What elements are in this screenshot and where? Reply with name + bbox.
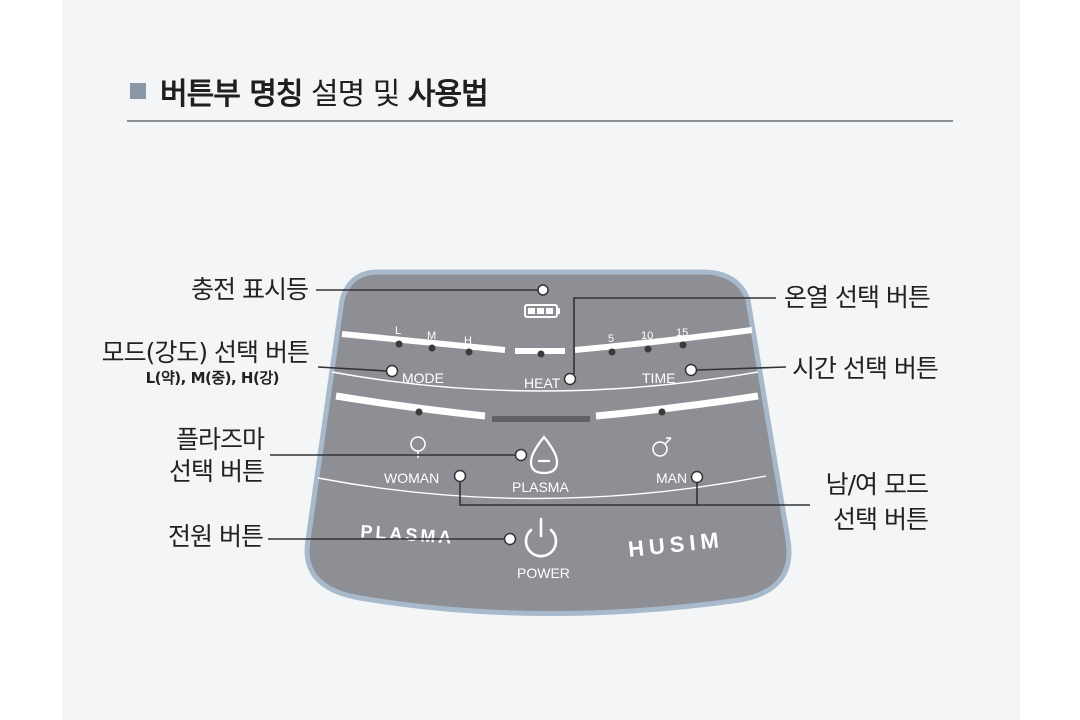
heat-leader — [573, 297, 776, 374]
upper-divider-line — [331, 371, 759, 392]
power-icon — [524, 517, 558, 558]
mode-button-label: MODE — [402, 370, 444, 386]
time-level-dot-15 — [679, 341, 687, 349]
heat-level-dot — [537, 350, 545, 358]
plasma-button[interactable] — [514, 448, 528, 462]
section-header: 버튼부 명칭 설명 및 사용법 — [130, 66, 489, 116]
gender-leader — [459, 482, 698, 506]
mode-level-dot-h — [465, 348, 473, 356]
power-button-label: POWER — [517, 565, 570, 581]
label-gender-line2: 선택 버튼 — [833, 505, 929, 534]
time-button-label: TIME — [642, 370, 675, 386]
middle-dot-right — [658, 408, 666, 416]
label-plasma-line1: 플라즈마 — [175, 425, 265, 454]
label-time-button: 시간 선택 버튼 — [792, 354, 939, 383]
time-level-label-10: 10 — [641, 330, 653, 342]
mode-level-label-l: L — [395, 325, 401, 337]
time-level-dot-5 — [608, 348, 616, 356]
mode-leader — [317, 366, 388, 372]
mode-button[interactable] — [385, 364, 399, 378]
battery-icon — [524, 304, 560, 318]
time-level-label-5: 5 — [608, 333, 614, 345]
lower-divider-line — [317, 475, 767, 500]
middle-dot-left — [415, 408, 423, 416]
middle-strip-left — [335, 392, 486, 420]
header-divider — [127, 120, 953, 122]
time-level-dot-10 — [644, 345, 652, 353]
woman-button-label: WOMAN — [384, 470, 439, 486]
man-button-label: MAN — [656, 470, 687, 486]
time-button[interactable] — [684, 363, 698, 377]
time-level-label-15: 15 — [676, 327, 688, 339]
label-gender-line1: 남/여 모드 — [825, 470, 929, 499]
middle-strip-right — [595, 392, 759, 420]
mode-level-label-m: M — [427, 330, 436, 342]
label-charge-indicator: 충전 표시등 — [191, 275, 309, 304]
bullet-square-icon — [130, 83, 146, 99]
plasma-button-label: PLASMA — [512, 479, 569, 495]
power-button[interactable] — [503, 532, 517, 546]
mode-indicator-strip — [341, 331, 506, 353]
time-leader — [696, 366, 787, 371]
woman-mode-button[interactable] — [453, 469, 467, 483]
droplet-icon — [529, 435, 559, 475]
charge-indicator — [537, 284, 549, 296]
label-mode-levels: L(약), M(중), H(강) — [145, 369, 280, 387]
page-title: 버튼부 명칭 설명 및 사용법 — [160, 77, 489, 112]
label-plasma-line2: 선택 버튼 — [169, 457, 265, 486]
label-mode-button: 모드(강도) 선택 버튼 — [101, 338, 310, 367]
heat-button[interactable] — [563, 372, 577, 386]
leader-lines — [268, 289, 810, 540]
man-mode-button[interactable] — [690, 470, 704, 484]
label-heat-button: 온열 선택 버튼 — [784, 283, 931, 312]
mode-level-dot-l — [395, 340, 403, 348]
mode-level-label-h: H — [464, 335, 472, 347]
time-indicator-strip — [574, 327, 753, 353]
male-symbol-icon — [652, 437, 672, 457]
mode-level-dot-m — [428, 344, 436, 352]
label-power-button: 전원 버튼 — [168, 522, 264, 551]
heat-button-label: HEAT — [524, 375, 561, 391]
